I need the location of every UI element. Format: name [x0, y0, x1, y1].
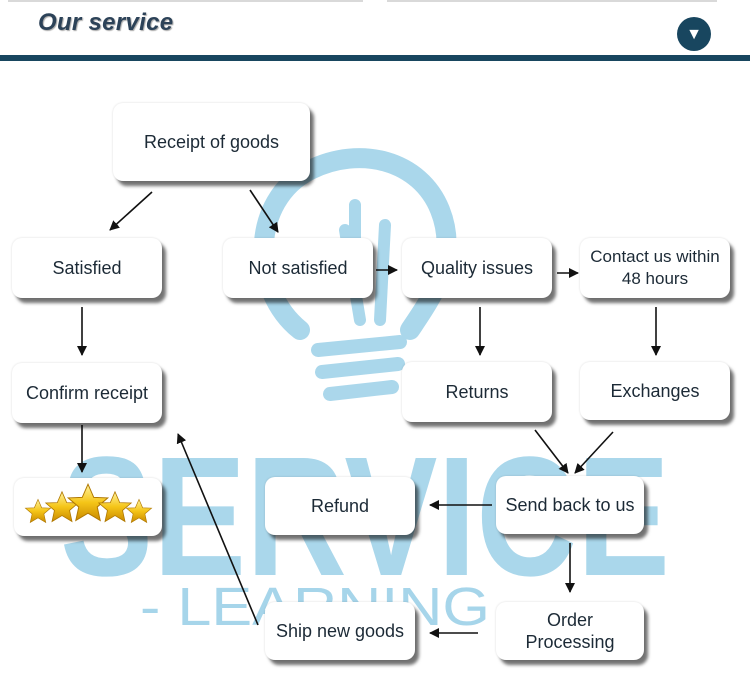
node-confirm-receipt: Confirm receipt: [12, 363, 162, 423]
node-label: Send back to us: [505, 495, 635, 515]
node-label: Refund: [310, 496, 370, 516]
node-label: Ship new goods: [275, 621, 405, 641]
node-send-back: Send back to us: [496, 476, 644, 534]
collapse-toggle-button[interactable]: ▼: [677, 17, 711, 51]
node-not-satisfied: Not satisfied: [223, 238, 373, 298]
node-label: Confirm receipt: [25, 383, 149, 403]
node-label: Quality issues: [420, 258, 534, 278]
node-refund: Refund: [265, 477, 415, 535]
five-stars-icon: [24, 483, 153, 524]
header-top-line-right: [387, 0, 717, 2]
page-title: Our service: [38, 9, 174, 36]
node-label: Contact us within 48 hours: [590, 247, 720, 288]
node-contact-us: Contact us within 48 hours: [580, 238, 730, 298]
node-returns: Returns: [402, 362, 552, 422]
node-label: Receipt of goods: [143, 132, 280, 152]
header: Our service ▼: [0, 0, 750, 62]
node-label: Not satisfied: [248, 258, 348, 278]
node-five-stars: [14, 478, 162, 536]
node-order-processing: Order Processing: [496, 602, 644, 660]
header-top-line-left: [8, 0, 363, 2]
node-exchanges: Exchanges: [580, 362, 730, 420]
node-satisfied: Satisfied: [12, 238, 162, 298]
node-label: Order Processing: [525, 610, 615, 652]
node-label: Returns: [445, 382, 509, 402]
node-label: Exchanges: [610, 381, 700, 401]
header-divider-bar: [0, 55, 750, 61]
node-ship-new-goods: Ship new goods: [265, 602, 415, 660]
triangle-down-icon: ▼: [686, 26, 702, 43]
node-quality-issues: Quality issues: [402, 238, 552, 298]
node-receipt-of-goods: Receipt of goods: [113, 103, 310, 181]
node-label: Satisfied: [52, 258, 122, 278]
